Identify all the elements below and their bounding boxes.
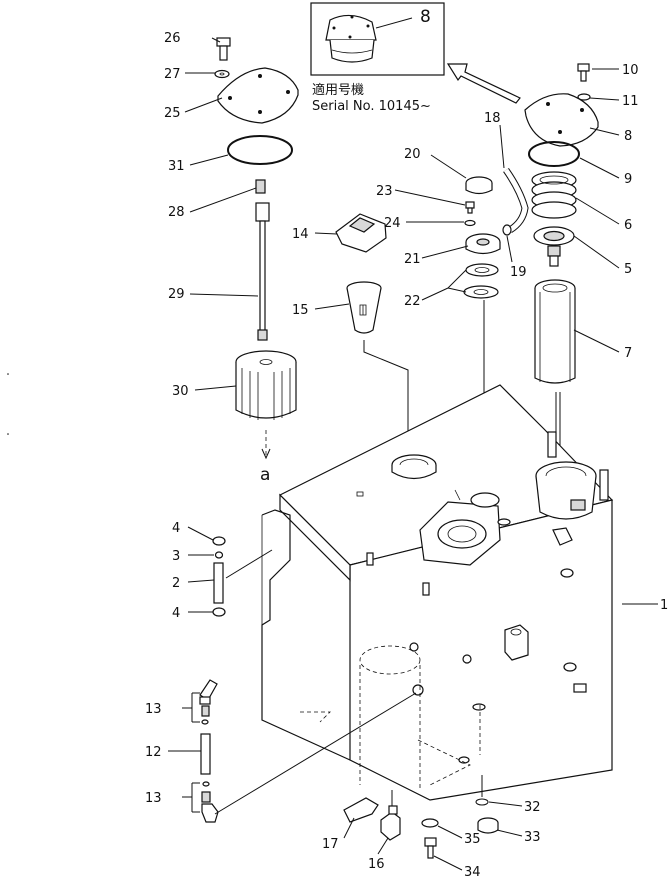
part-6-spring bbox=[531, 171, 577, 219]
part-35-washer bbox=[421, 818, 439, 828]
part-28-plug bbox=[255, 179, 266, 194]
inset-reference-arrow bbox=[446, 63, 521, 104]
part-30-filter-element bbox=[235, 350, 297, 420]
part-8-cover bbox=[524, 93, 599, 147]
part-27-washer bbox=[214, 69, 230, 79]
callout-22: 22 bbox=[404, 294, 421, 309]
callout-11: 11 bbox=[622, 94, 639, 109]
leader-lines bbox=[168, 37, 658, 871]
part-11-washer bbox=[577, 93, 591, 101]
part-34-bolt bbox=[424, 837, 437, 859]
part-12-pipe bbox=[200, 733, 211, 775]
callout-7: 7 bbox=[624, 346, 632, 361]
part-25-cover bbox=[217, 67, 299, 124]
callout-14: 14 bbox=[292, 227, 309, 242]
callout-26: 26 bbox=[164, 31, 181, 46]
callout-8: 8 bbox=[624, 129, 632, 144]
part-22-gaskets bbox=[463, 263, 499, 299]
callout-12: 12 bbox=[145, 745, 162, 760]
callout-24: 24 bbox=[384, 216, 401, 231]
callout-13-upper: 13 bbox=[145, 702, 162, 717]
part-9-o-ring bbox=[528, 141, 580, 167]
callout-35: 35 bbox=[464, 832, 481, 847]
inset-callout-number: 8 bbox=[420, 7, 431, 27]
flow-label-left: a bbox=[260, 465, 270, 485]
part-26-bolt bbox=[216, 37, 231, 61]
callout-4-lower: 4 bbox=[172, 606, 180, 621]
callout-18: 18 bbox=[484, 111, 501, 126]
callout-25: 25 bbox=[164, 106, 181, 121]
part-7-strainer bbox=[534, 279, 576, 384]
serial-number-note: Serial No. 10145~ bbox=[312, 99, 431, 114]
part-21-flange bbox=[465, 233, 501, 255]
callout-16: 16 bbox=[368, 857, 385, 872]
part-31-o-ring bbox=[227, 135, 293, 165]
callout-33: 33 bbox=[524, 830, 541, 845]
callout-4-upper: 4 bbox=[172, 521, 180, 536]
part-19-fitting bbox=[502, 224, 512, 236]
callout-5: 5 bbox=[624, 262, 632, 277]
part-3-o-ring bbox=[214, 551, 224, 559]
arrow-down-to-a bbox=[261, 430, 271, 460]
callout-2: 2 bbox=[172, 576, 180, 591]
callout-13-lower: 13 bbox=[145, 791, 162, 806]
callout-6: 6 bbox=[624, 218, 632, 233]
callout-1: 1 bbox=[660, 598, 668, 613]
callout-23: 23 bbox=[376, 184, 393, 199]
part-5-valve bbox=[533, 226, 575, 267]
callout-27: 27 bbox=[164, 67, 181, 82]
callout-34: 34 bbox=[464, 865, 481, 879]
part-29-rod bbox=[255, 202, 270, 341]
part-2-pipe bbox=[213, 562, 224, 604]
callout-21: 21 bbox=[404, 252, 421, 267]
stray-dot bbox=[7, 373, 9, 375]
callout-10: 10 bbox=[622, 63, 639, 78]
applicability-japanese-note: 適用号機 bbox=[312, 82, 364, 98]
part-4-nut-upper bbox=[212, 536, 226, 546]
part-1-tank bbox=[261, 384, 614, 801]
part-18-hose bbox=[503, 167, 529, 233]
part-20-cap bbox=[465, 176, 493, 195]
part-10-bolt bbox=[577, 63, 590, 82]
part-17-clip bbox=[343, 797, 379, 823]
part-15-strainer bbox=[346, 281, 382, 334]
callout-28: 28 bbox=[168, 205, 185, 220]
callout-29: 29 bbox=[168, 287, 185, 302]
part-13-elbow-lower bbox=[201, 781, 219, 823]
part-32-o-ring bbox=[475, 798, 489, 806]
callout-15: 15 bbox=[292, 303, 309, 318]
callout-32: 32 bbox=[524, 800, 541, 815]
callout-9: 9 bbox=[624, 172, 632, 187]
callout-3: 3 bbox=[172, 549, 180, 564]
part-24-washer bbox=[464, 219, 476, 227]
part-13-elbow-upper bbox=[199, 679, 218, 725]
callout-19: 19 bbox=[510, 265, 527, 280]
callout-20: 20 bbox=[404, 147, 421, 162]
part-16-elbow bbox=[380, 805, 401, 841]
part-4-nut-lower bbox=[212, 607, 226, 617]
callout-17: 17 bbox=[322, 837, 339, 852]
part-14-cap bbox=[335, 213, 387, 253]
callout-31: 31 bbox=[168, 159, 185, 174]
callout-numbers: 1 2 3 4 4 5 6 7 8 9 10 11 12 13 13 14 15… bbox=[145, 31, 668, 879]
stray-dot bbox=[7, 433, 9, 435]
part-33-plug bbox=[477, 817, 499, 834]
inset-box: 8 bbox=[310, 2, 445, 76]
callout-30: 30 bbox=[172, 384, 189, 399]
part-23-bolt bbox=[465, 201, 475, 214]
